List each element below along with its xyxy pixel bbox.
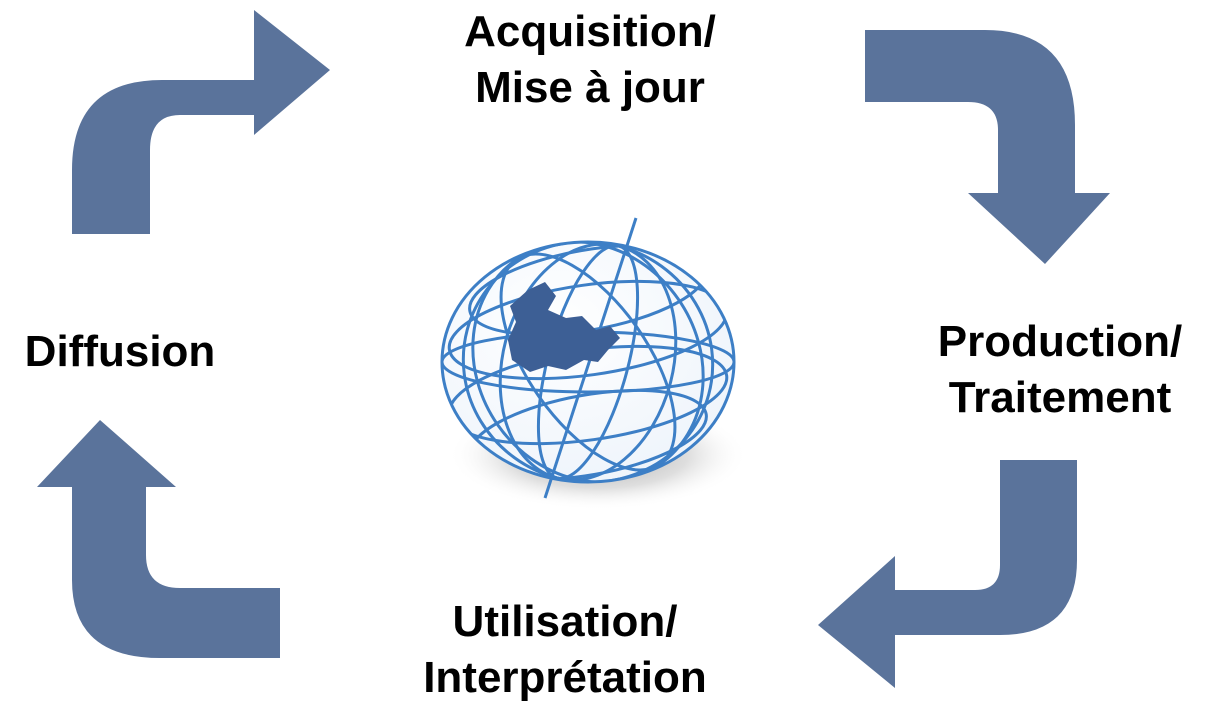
stage-top-line2: Mise à jour [475, 63, 705, 112]
stage-diffusion-label: Diffusion [0, 324, 240, 380]
globe-icon [440, 217, 748, 510]
stage-acquisition-label: Acquisition/ Mise à jour [390, 4, 790, 116]
stage-bottom-line2: Interprétation [423, 653, 707, 702]
stage-bottom-line1: Utilisation/ [452, 597, 678, 646]
stage-right-line2: Traitement [948, 373, 1172, 422]
stage-top-line1: Acquisition/ [464, 7, 716, 56]
stage-left-line1: Diffusion [24, 327, 216, 376]
region-shape [508, 282, 620, 372]
arrow-top-left [72, 10, 330, 234]
stage-production-label: Production/ Traitement [915, 314, 1205, 426]
arrow-bottom-left [37, 420, 280, 658]
stage-utilisation-label: Utilisation/ Interprétation [365, 594, 765, 706]
stage-right-line1: Production/ [937, 317, 1183, 366]
arrow-top-right [865, 30, 1110, 264]
arrow-bottom-right [818, 460, 1077, 688]
